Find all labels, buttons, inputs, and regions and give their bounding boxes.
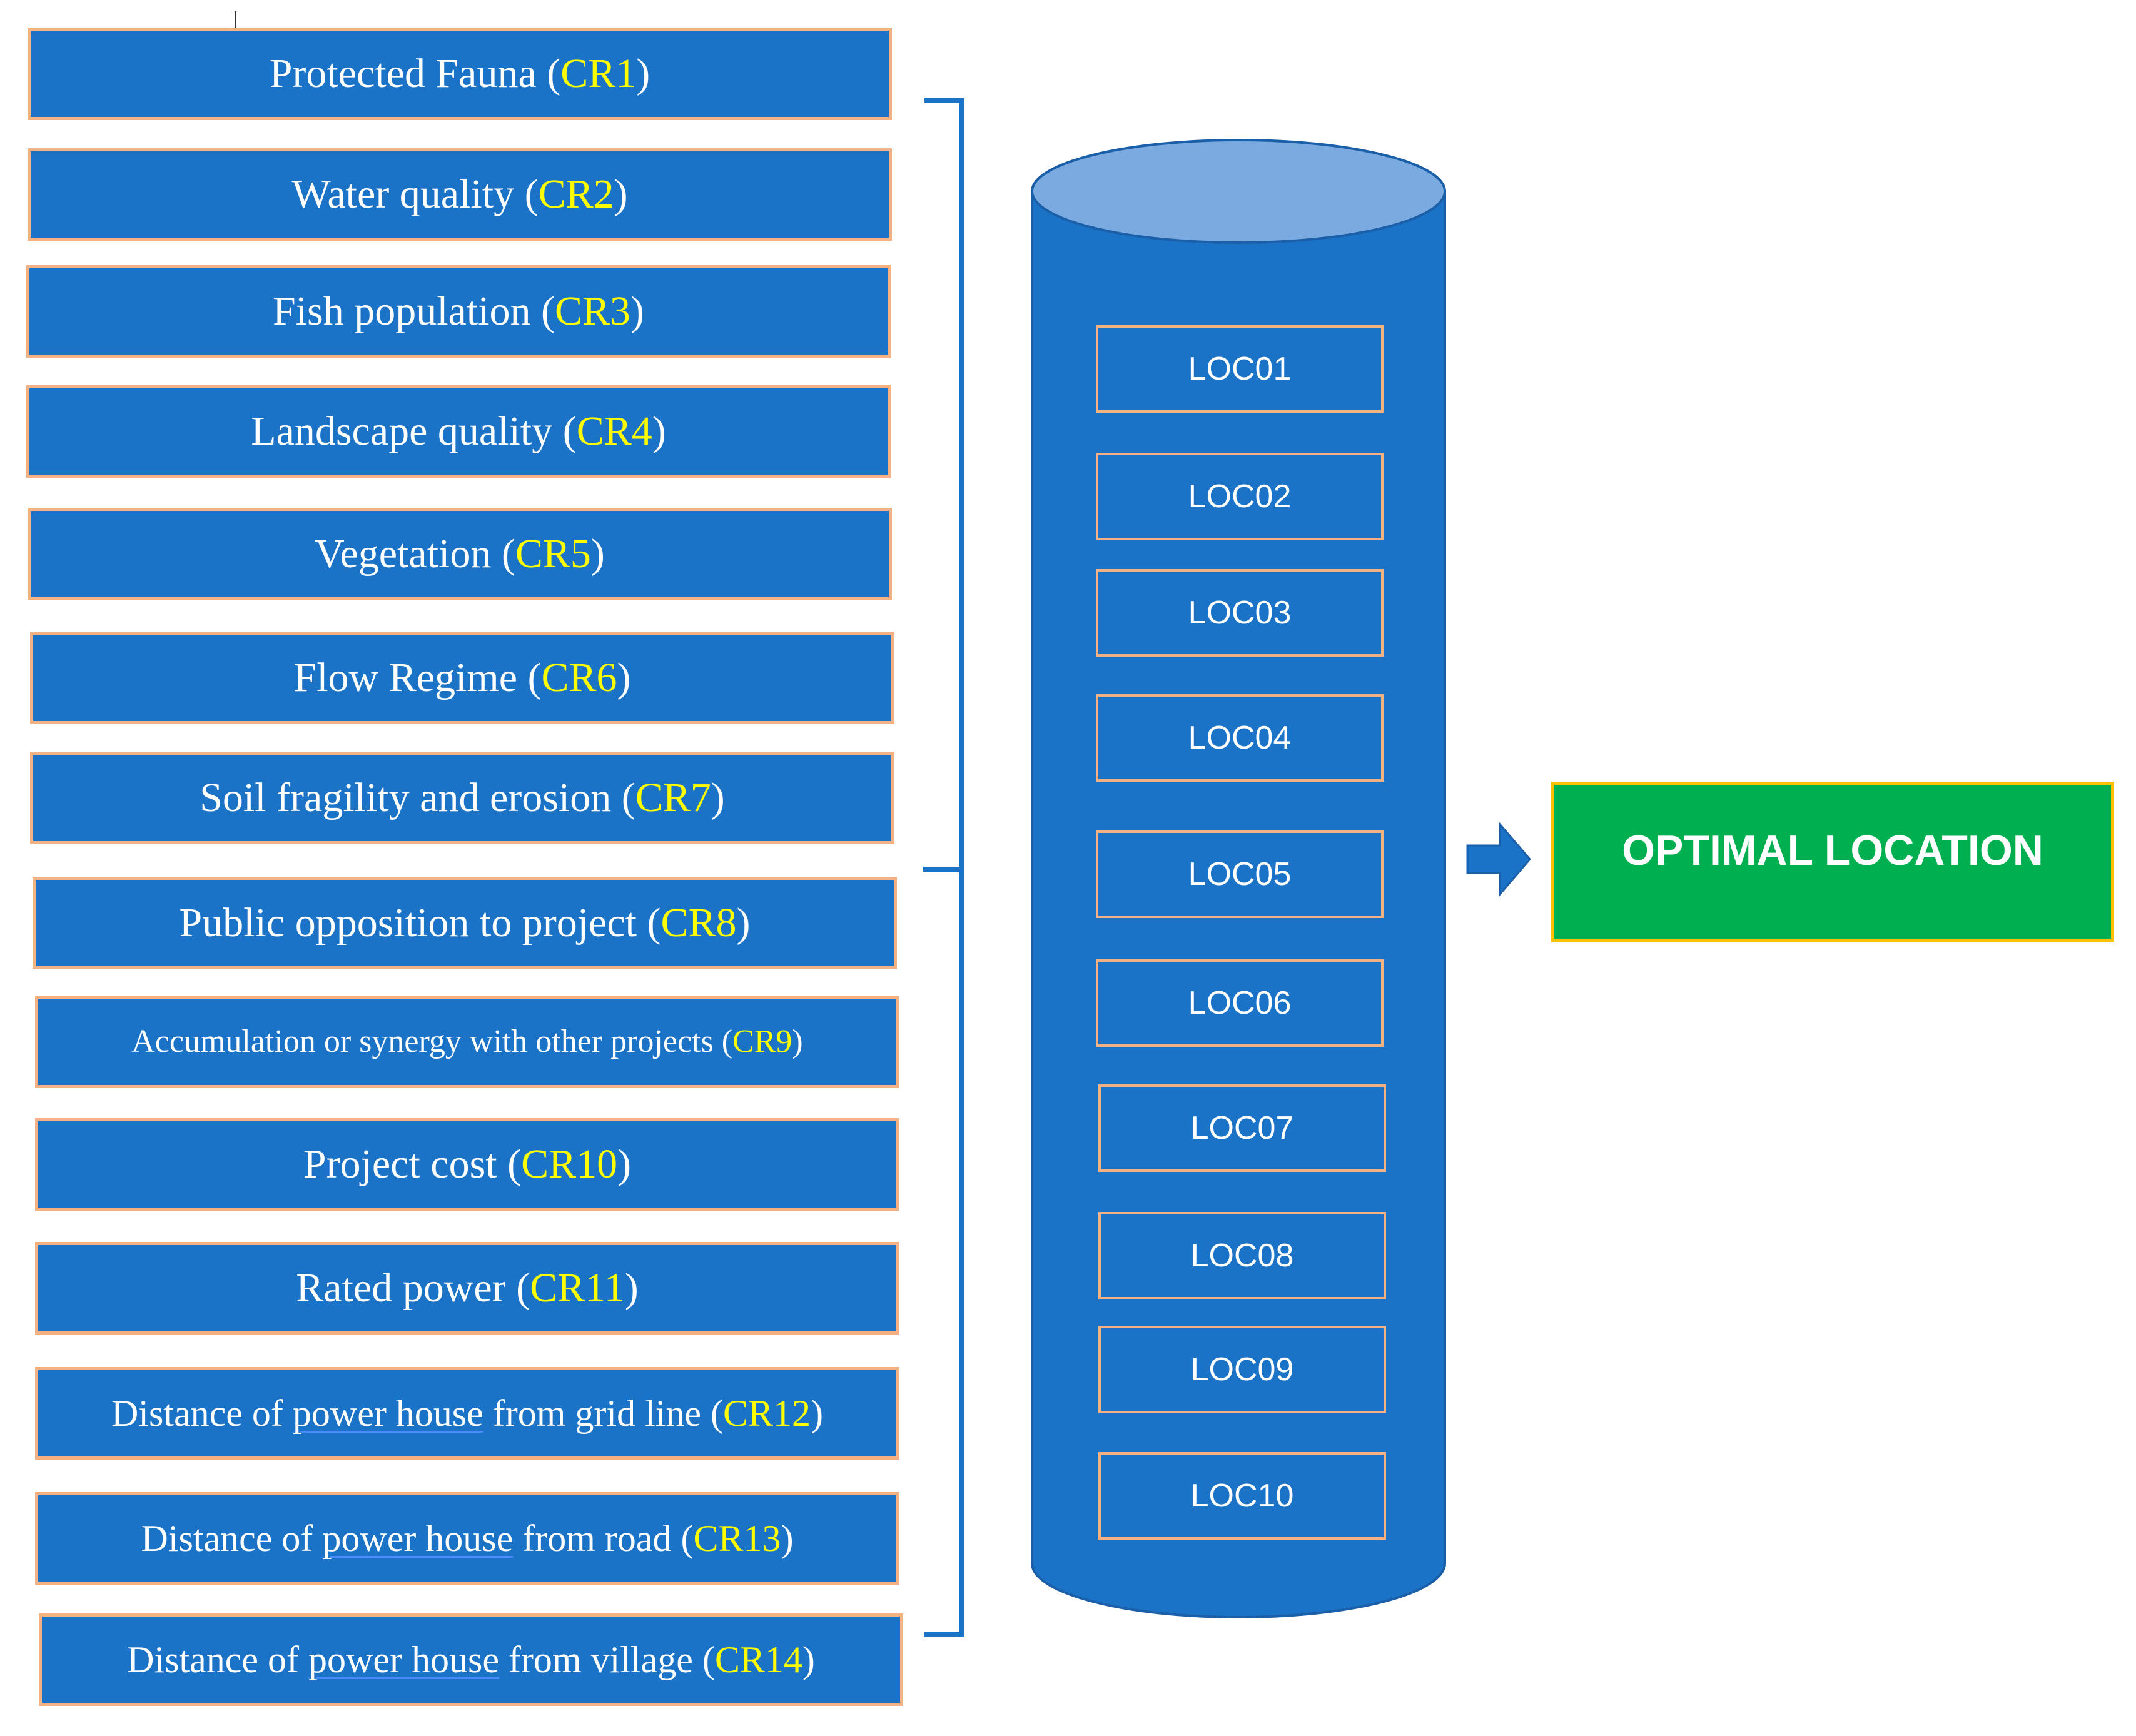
criterion-label-prefix: Distance of <box>141 1518 313 1559</box>
criterion-code: CR14 <box>714 1639 802 1680</box>
location-box-loc02: LOC02 <box>1096 453 1384 540</box>
location-label: LOC01 <box>1188 351 1292 387</box>
location-box-loc05: LOC05 <box>1096 830 1384 918</box>
location-box-loc04: LOC04 <box>1096 694 1384 782</box>
criterion-label-suffix: from village ( <box>508 1639 715 1680</box>
location-cylinder-top <box>1031 139 1446 244</box>
criterion-label-underlined: power house <box>322 1518 514 1559</box>
criterion-box-cr6: Flow Regime (CR6) <box>30 632 894 724</box>
criterion-code: CR12 <box>723 1393 811 1434</box>
optimal-location-label: OPTIMAL LOCATION <box>1622 827 2043 874</box>
criterion-box-cr1: Protected Fauna (CR1) <box>28 28 892 120</box>
criterion-box-cr10: Project cost (CR10) <box>35 1118 899 1211</box>
criterion-label-underlined: power house <box>308 1639 499 1680</box>
criterion-close: ) <box>781 1518 794 1559</box>
location-box-loc09: LOC09 <box>1098 1326 1386 1413</box>
location-label: LOC04 <box>1188 720 1292 756</box>
criterion-code: CR9 <box>732 1024 792 1059</box>
criterion-close: ) <box>617 1141 632 1187</box>
criterion-code: CR6 <box>541 655 617 700</box>
criterion-close: ) <box>802 1639 815 1680</box>
criterion-code: CR11 <box>530 1265 625 1311</box>
criterion-close: ) <box>636 51 650 96</box>
criterion-label-suffix: from road ( <box>522 1518 694 1559</box>
criterion-label-prefix: Distance of <box>111 1393 283 1434</box>
criterion-label: Vegetation ( <box>315 531 515 577</box>
criterion-close: ) <box>590 531 605 577</box>
criterion-label: Rated power ( <box>296 1265 530 1311</box>
criterion-label: Fish population ( <box>272 288 555 334</box>
criterion-code: CR1 <box>560 51 637 96</box>
criterion-box-cr14: Distance of power house from village (CR… <box>39 1613 903 1706</box>
criterion-label: Flow Regime ( <box>293 655 542 700</box>
location-cylinder-body <box>1031 190 1446 1618</box>
criterion-box-cr4: Landscape quality (CR4) <box>26 385 891 478</box>
criterion-close: ) <box>617 655 631 700</box>
criterion-code: CR8 <box>661 900 737 946</box>
location-box-loc08: LOC08 <box>1098 1212 1386 1299</box>
criterion-close: ) <box>811 1393 824 1434</box>
criterion-close: ) <box>652 408 666 454</box>
criterion-code: CR5 <box>515 531 591 577</box>
criterion-code: CR2 <box>538 171 614 217</box>
criterion-close: ) <box>736 900 751 946</box>
criterion-box-cr8: Public opposition to project (CR8) <box>33 877 897 969</box>
location-label: LOC09 <box>1190 1351 1294 1388</box>
criterion-label-prefix: Distance of <box>127 1639 300 1680</box>
criterion-close: ) <box>630 288 645 334</box>
criterion-box-cr9: Accumulation or synergy with other proje… <box>35 996 899 1088</box>
criterion-close: ) <box>624 1265 639 1311</box>
criterion-box-cr3: Fish population (CR3) <box>26 265 891 358</box>
criterion-label: Project cost ( <box>303 1141 522 1187</box>
criterion-label: Public opposition to project ( <box>179 900 661 946</box>
location-box-loc03: LOC03 <box>1096 569 1384 657</box>
criterion-label: Protected Fauna ( <box>269 51 561 96</box>
location-label: LOC02 <box>1188 478 1292 515</box>
criterion-label: Water quality ( <box>291 171 539 217</box>
location-box-loc07: LOC07 <box>1098 1084 1386 1172</box>
location-label: LOC05 <box>1188 856 1292 892</box>
location-label: LOC10 <box>1190 1478 1294 1514</box>
optimal-location-box: OPTIMAL LOCATION <box>1551 782 2114 942</box>
criterion-label: Soil fragility and erosion ( <box>200 775 635 820</box>
location-box-loc06: LOC06 <box>1096 959 1384 1047</box>
location-label: LOC03 <box>1188 595 1292 631</box>
criterion-close: ) <box>711 775 725 820</box>
location-label: LOC06 <box>1188 985 1292 1021</box>
criterion-close: ) <box>614 171 628 217</box>
criterion-code: CR13 <box>693 1518 781 1559</box>
location-box-loc10: LOC10 <box>1098 1452 1386 1540</box>
criterion-box-cr2: Water quality (CR2) <box>28 148 892 241</box>
criterion-code: CR10 <box>521 1141 618 1187</box>
location-box-loc01: LOC01 <box>1096 325 1384 413</box>
criterion-box-cr11: Rated power (CR11) <box>35 1242 899 1335</box>
criterion-label: Landscape quality ( <box>251 408 577 454</box>
result-arrow-icon <box>1466 821 1531 897</box>
text-cursor-mark <box>235 11 236 31</box>
location-label: LOC08 <box>1190 1238 1294 1274</box>
criterion-label: Accumulation or synergy with other proje… <box>131 1024 733 1059</box>
criterion-code: CR4 <box>576 408 652 454</box>
criterion-box-cr7: Soil fragility and erosion (CR7) <box>30 752 894 844</box>
criterion-label-suffix: from grid line ( <box>492 1393 724 1434</box>
criterion-box-cr5: Vegetation (CR5) <box>28 508 892 600</box>
criteria-bracket <box>923 98 964 1637</box>
criterion-close: ) <box>792 1024 803 1059</box>
criterion-box-cr13: Distance of power house from road (CR13) <box>35 1492 899 1585</box>
criterion-label-underlined: power house <box>292 1393 483 1434</box>
criterion-code: CR3 <box>554 288 631 334</box>
location-label: LOC07 <box>1190 1110 1294 1146</box>
criterion-code: CR7 <box>635 775 711 820</box>
criterion-box-cr12: Distance of power house from grid line (… <box>35 1367 899 1460</box>
